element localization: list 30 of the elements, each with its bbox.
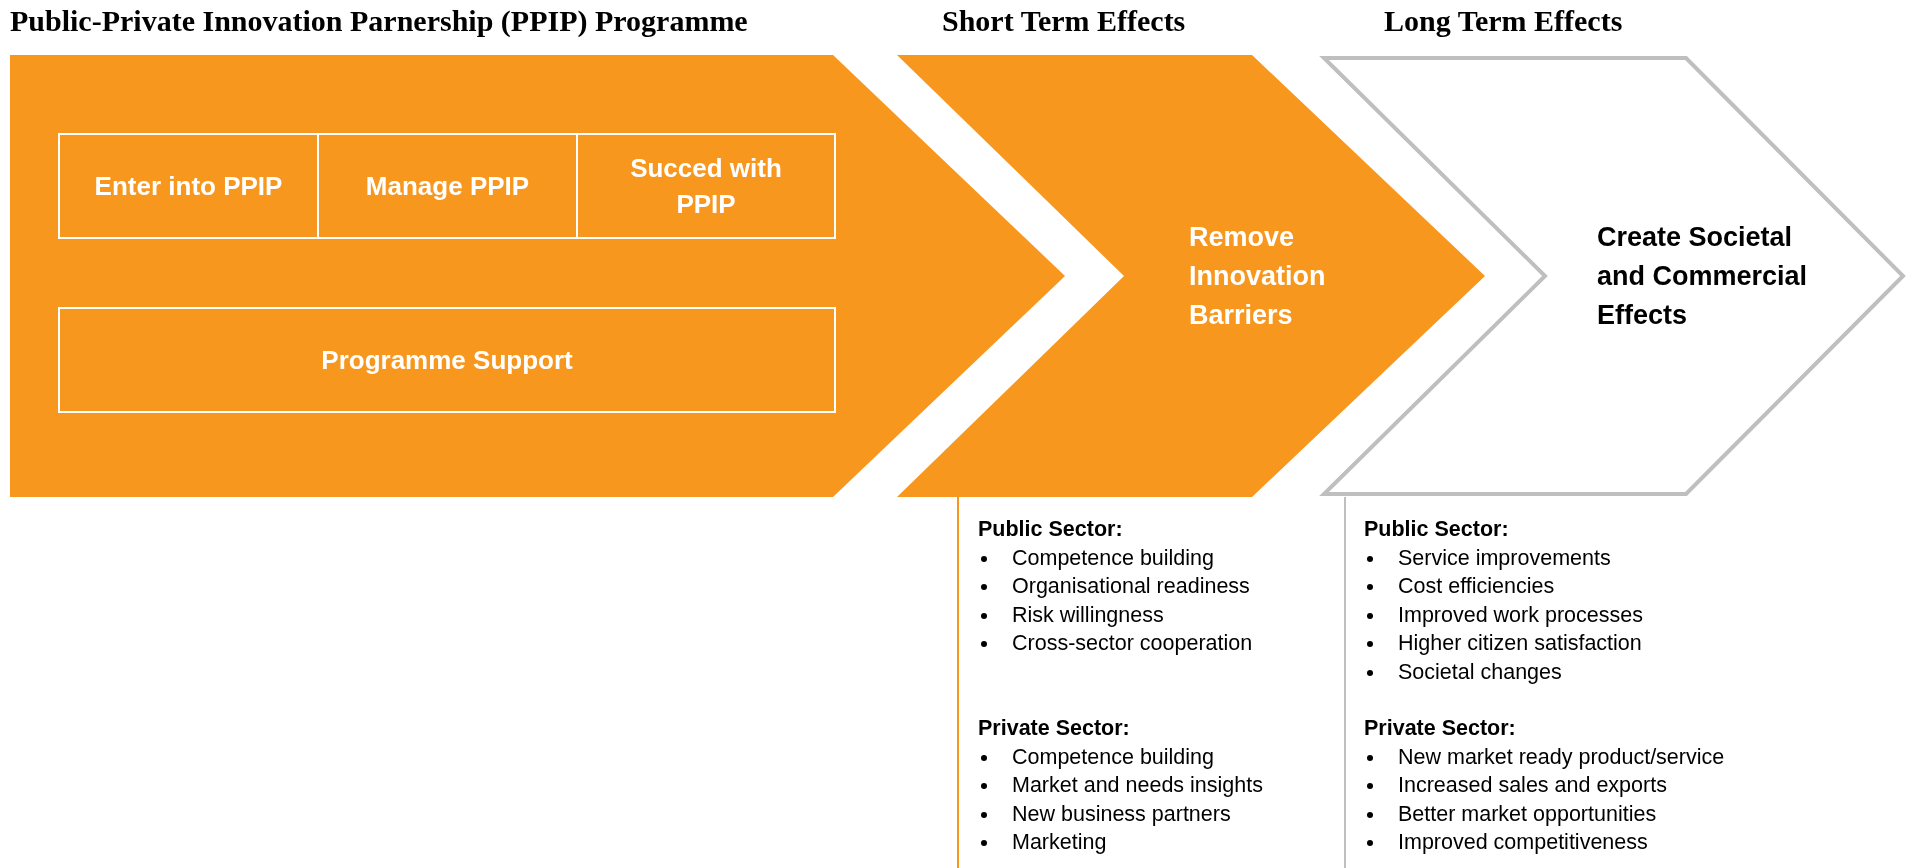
list-item: Risk willingness — [1012, 602, 1164, 627]
list-item: Better market opportunities — [1398, 801, 1657, 826]
list-item: Marketing — [1012, 830, 1107, 855]
list-item: New business partners — [1012, 801, 1231, 826]
list-item: Competence building — [1012, 744, 1214, 769]
heading: Long Term Effects — [1384, 4, 1623, 38]
list-item: Cost efficiencies — [1398, 574, 1555, 599]
stage-label: Create Societal and Commercial Effects — [1597, 221, 1809, 332]
list-heading: Public Sector: — [978, 517, 1123, 541]
list-item: Competence building — [1012, 545, 1214, 570]
list-item: Market and needs insights — [1012, 773, 1263, 798]
list-heading: Private Sector: — [1364, 716, 1516, 740]
process-box: Enter into PPIP — [58, 133, 319, 239]
process-box: Programme Support — [58, 307, 836, 413]
list-heading: Private Sector: — [978, 716, 1130, 740]
process-box: Manage PPIP — [317, 133, 578, 239]
list-item: Service improvements — [1398, 545, 1611, 570]
list-item: Higher citizen satisfaction — [1398, 631, 1642, 656]
stage-label: Remove Innovation Barriers — [1189, 221, 1327, 332]
process-box: Succed with PPIP — [576, 133, 836, 239]
list-item: Cross-sector cooperation — [1012, 631, 1253, 656]
list-item: Societal changes — [1398, 660, 1562, 684]
heading: Short Term Effects — [942, 4, 1186, 38]
list-item: Improved competitiveness — [1398, 830, 1648, 855]
list-item: New market ready product/service — [1398, 744, 1725, 769]
list-item: Improved work processes — [1398, 602, 1643, 627]
list-item: Increased sales and exports — [1398, 773, 1667, 798]
heading: Public-Private Innovation Parnership (PPIP) Programme — [10, 4, 748, 38]
list-heading: Public Sector: — [1364, 517, 1509, 541]
list-item: Organisational readiness — [1012, 574, 1250, 599]
